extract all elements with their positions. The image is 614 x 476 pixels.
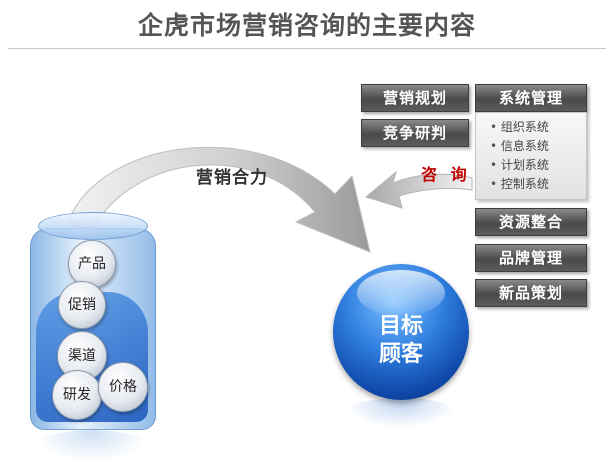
system-management-panel: 组织系统 信息系统 计划系统 控制系统 [475, 112, 587, 200]
target-label-line2: 顾客 [378, 342, 423, 367]
system-item-organization: 组织系统 [490, 118, 586, 137]
ball-rnd: 研发 [52, 370, 102, 420]
target-customer-label: 目标 顾客 [333, 313, 469, 369]
marketing-power-label: 营销合力 [196, 168, 268, 188]
jar-neck [38, 212, 148, 240]
jar-reflection [36, 430, 148, 462]
consulting-label: 咨 询 [421, 165, 471, 184]
ball-promotion: 促销 [58, 281, 106, 329]
target-orb-shine [357, 270, 445, 316]
system-item-information: 信息系统 [490, 137, 586, 156]
resource-integration-button[interactable]: 资源整合 [475, 208, 587, 236]
system-list: 组织系统 信息系统 计划系统 控制系统 [476, 113, 586, 194]
system-item-planning: 计划系统 [490, 156, 586, 175]
brand-management-button[interactable]: 品牌管理 [475, 244, 587, 272]
marketing-power-arrow-shape [67, 146, 371, 253]
ball-price: 价格 [98, 362, 148, 412]
target-orb-reflection [345, 398, 457, 428]
title-divider [8, 48, 606, 49]
system-item-control: 控制系统 [490, 175, 586, 194]
competition-analysis-button[interactable]: 竞争研判 [361, 119, 469, 147]
target-label-line1: 目标 [378, 314, 423, 339]
new-product-planning-button[interactable]: 新品策划 [475, 279, 587, 307]
consulting-arrow-shape [364, 170, 473, 209]
page-title: 企虎市场营销咨询的主要内容 [137, 11, 476, 40]
marketing-planning-button[interactable]: 营销规划 [361, 84, 469, 112]
system-management-button[interactable]: 系统管理 [475, 84, 587, 112]
